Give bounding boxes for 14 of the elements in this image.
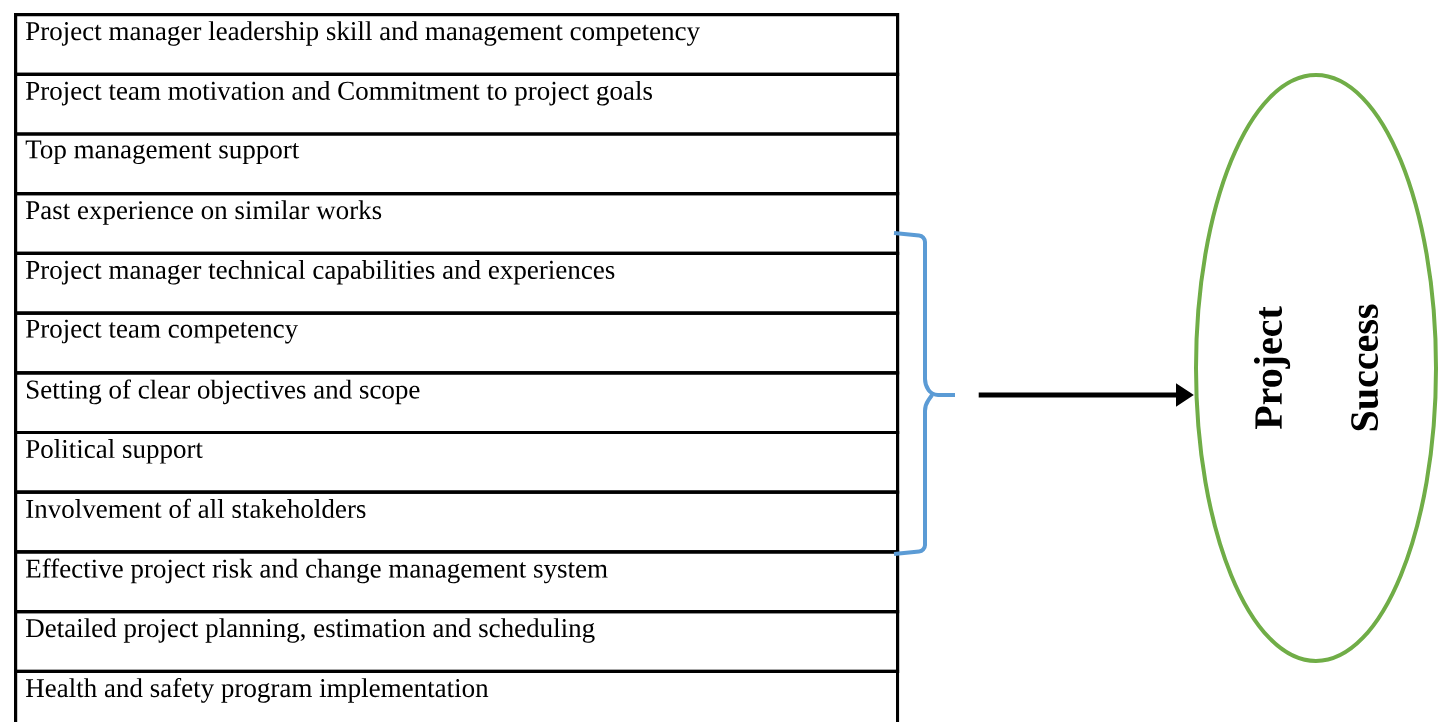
table-row: Setting of clear objectives and scope (14, 371, 900, 435)
table-row: Political support (14, 430, 900, 494)
table-row: Project manager technical capabilities and experiences (14, 251, 900, 315)
table-row: Top management support (14, 132, 900, 196)
oval: Project Success (1194, 73, 1438, 663)
table-row: Project manager leadership skill and management competency (14, 13, 900, 76)
table-row: Involvement of all stakeholders (14, 490, 900, 554)
curly-bracket (892, 231, 957, 556)
table-row: Project team competency (14, 311, 900, 375)
table-row: Project team motivation and Commitment to project goals (14, 72, 900, 136)
table-row: Detailed project planning, estimation and scheduling (14, 610, 900, 673)
table-row: Past experience on similar works (14, 192, 900, 255)
table-row: Effective project risk and change management system (14, 550, 900, 614)
table-row: Health and safety program implementation (14, 669, 900, 722)
